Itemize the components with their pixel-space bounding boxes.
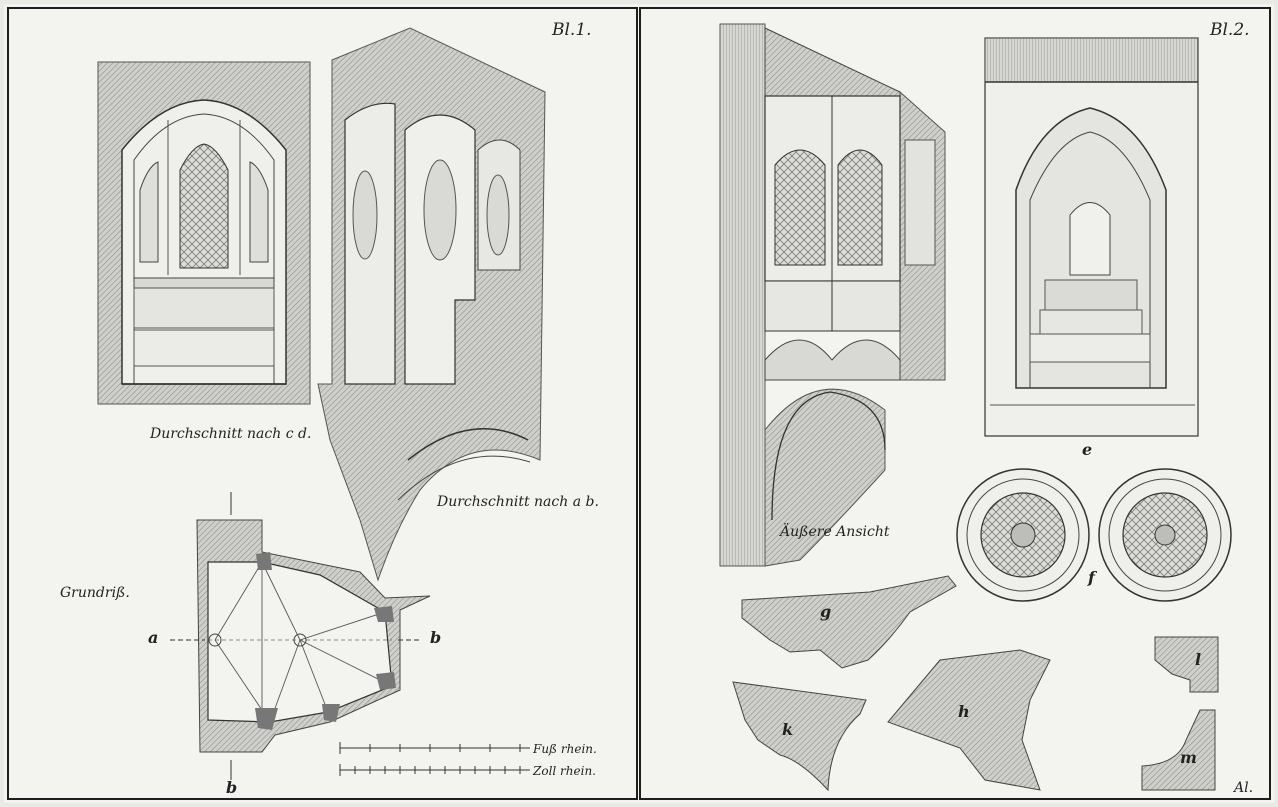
caption-section-ab: Durchschnitt nach a b.: [437, 494, 599, 510]
caption-section-cd: Durchschnitt nach c d.: [150, 426, 312, 442]
detail-letter-f: f: [1088, 568, 1095, 587]
plate-1-label: Bl.1.: [552, 20, 592, 40]
signature: Al.: [1234, 780, 1254, 796]
profile-details: [732, 575, 1219, 792]
caption-ground-plan: Grundriß.: [60, 585, 130, 601]
caption-exterior-view: Äußere Ansicht: [780, 524, 890, 540]
section-cd-drawing: [97, 61, 311, 405]
detail-letter-k: k: [782, 720, 794, 739]
detail-letter-l: l: [1195, 650, 1202, 669]
plan-mark-a: a: [148, 628, 159, 647]
plan-mark-b-lower: b: [226, 778, 238, 797]
detail-letter-h: h: [958, 702, 970, 721]
section-ab-drawing: [317, 27, 546, 582]
rosettes-f-drawing: [956, 468, 1232, 602]
ground-plan-drawing: [170, 492, 431, 780]
scale-feet-label: Fuß rhein.: [533, 742, 597, 756]
detail-letter-m: m: [1180, 748, 1197, 767]
scale-inches-label: Zoll rhein.: [533, 764, 596, 778]
scale-bars: [339, 742, 530, 776]
detail-letter-g: g: [820, 602, 832, 621]
exterior-view-drawing: [719, 23, 946, 567]
plan-mark-b: b: [430, 628, 442, 647]
elevation-e-drawing: [984, 37, 1199, 437]
plate-2-frame: [639, 7, 1271, 800]
plate-1-frame: [7, 7, 638, 800]
detail-letter-e: e: [1082, 440, 1093, 459]
plate-2-label: Bl.2.: [1210, 20, 1250, 40]
